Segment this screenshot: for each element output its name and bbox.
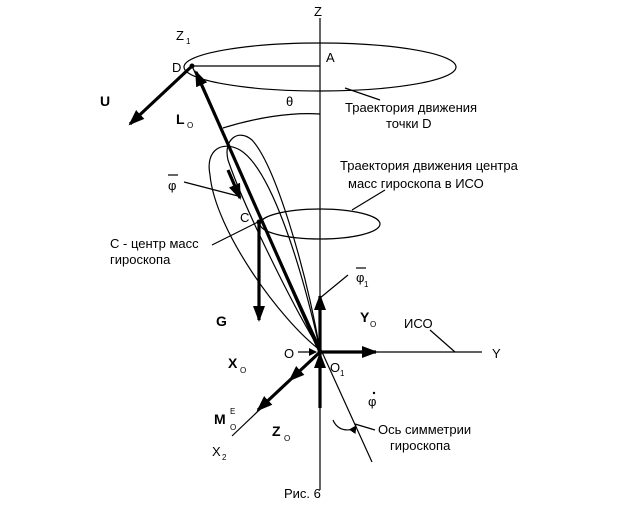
u-label: U (100, 93, 110, 109)
m-o-sup: E (230, 407, 235, 416)
point-o (317, 349, 323, 355)
z1-sub: 1 (186, 37, 191, 46)
d-label: D (172, 60, 181, 75)
o1-sub: 1 (340, 369, 345, 378)
sym-axis-line1: Ось симметрии (378, 422, 471, 437)
point-c (256, 219, 262, 225)
z-axis-label: Z (314, 4, 322, 19)
x2-sub: 2 (222, 453, 227, 462)
nutation-lobe (208, 145, 321, 352)
traj-d-line1: Траектория движения (345, 100, 477, 115)
figure-caption: Рис. 6 (284, 486, 321, 501)
leader-c-desc (211, 221, 259, 246)
traj-c-line2: масс гироскопа в ИСО (348, 176, 484, 191)
m-o-sub: O (230, 423, 236, 432)
sym-axis-line2: гироскопа (390, 438, 451, 453)
rotation-arrow (332, 419, 357, 435)
traj-c-line1: Траектория движения центра (340, 158, 519, 173)
m-o-label: M (214, 411, 226, 427)
g-label: G (216, 313, 227, 329)
traj-d-line2: точки D (386, 116, 431, 131)
o1-label: O (330, 360, 340, 375)
phi-label: φ (168, 178, 176, 193)
c-label: C (240, 210, 249, 225)
x2-label: X (212, 444, 221, 459)
nutation-lobe-inner (226, 134, 321, 351)
phi-dot (372, 391, 376, 395)
y-o-sub: O (370, 320, 376, 329)
u-vector (128, 64, 194, 126)
z-o-label: Z (272, 423, 281, 439)
z1-label: Z (176, 28, 184, 43)
y-o-label: Y (360, 309, 370, 325)
x-o-sub: O (240, 366, 246, 375)
trajectory-d-ellipse (183, 42, 457, 92)
theta-label: θ (286, 94, 293, 109)
iso-label: ИСО (404, 316, 433, 331)
z-o-sub: O (284, 434, 290, 443)
phi1-label: φ (356, 270, 364, 285)
leader-sym (354, 423, 376, 431)
phi1-sub: 1 (364, 280, 369, 289)
point-d (189, 63, 195, 69)
a-label: A (326, 50, 335, 65)
x-o-label: X (228, 355, 238, 371)
leader-traj-c (351, 189, 386, 211)
l-sub: O (187, 121, 193, 130)
m-o-vector (256, 378, 292, 412)
y-axis-label: Y (492, 346, 501, 361)
leader-phi1 (319, 274, 349, 299)
leader-traj-d (344, 87, 381, 101)
theta-arc (222, 113, 321, 129)
x-o-vector (288, 350, 322, 382)
angular-momentum-vector (194, 70, 322, 353)
o-label: O (284, 346, 294, 361)
leader-iso (429, 329, 456, 353)
c-desc-line1: C - центр масс (110, 236, 199, 251)
phi-arrow (226, 169, 242, 200)
phi-dot-label: φ (368, 394, 376, 409)
l-label: L (176, 111, 185, 127)
c-desc-line2: гироскопа (110, 252, 171, 267)
